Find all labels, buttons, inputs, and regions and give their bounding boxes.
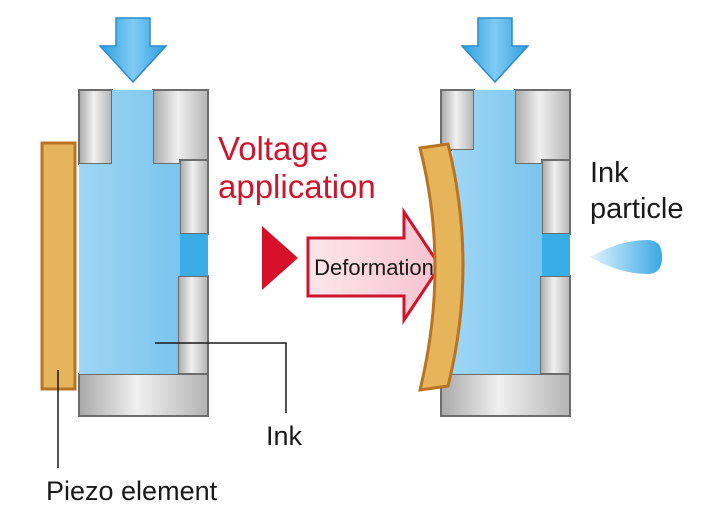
left-housing-top-right [152,89,209,165]
right-housing-top-left [440,89,475,151]
right-ink-channel [542,234,570,276]
right-housing-right-mid [541,159,571,235]
left-press-arrow [98,17,168,84]
ink-particle-label-line1: Ink [590,157,629,189]
left-housing-right-lower [177,275,209,377]
ink-particle-label-line2: particle [590,193,684,225]
piezo-element-label: Piezo element [46,476,218,506]
right-ink-chamber [452,90,570,374]
ink-leader-line [155,342,287,413]
left-housing-top-left [78,89,113,165]
left-housing-bottom [78,373,209,417]
right-nozzle [418,17,571,417]
right-piezo-element-deformed [418,142,465,392]
right-press-arrow [460,17,530,84]
deformation-label: Deformation [314,255,434,280]
left-piezo-element [40,141,77,391]
left-housing-right-mid [179,159,209,235]
right-housing-top-right [514,89,571,165]
ink-label: Ink [266,421,303,451]
voltage-label-line1: Voltage [218,130,328,167]
left-ink-channel [180,234,208,276]
voltage-triangle-icon [262,226,298,290]
deformation-arrow [306,207,442,325]
right-housing-bottom [440,373,571,417]
right-housing-right-lower [539,275,571,377]
left-nozzle [40,17,209,417]
voltage-label-line2: application [218,168,376,205]
left-ink-chamber [79,90,208,374]
ink-droplet-icon [590,240,662,274]
